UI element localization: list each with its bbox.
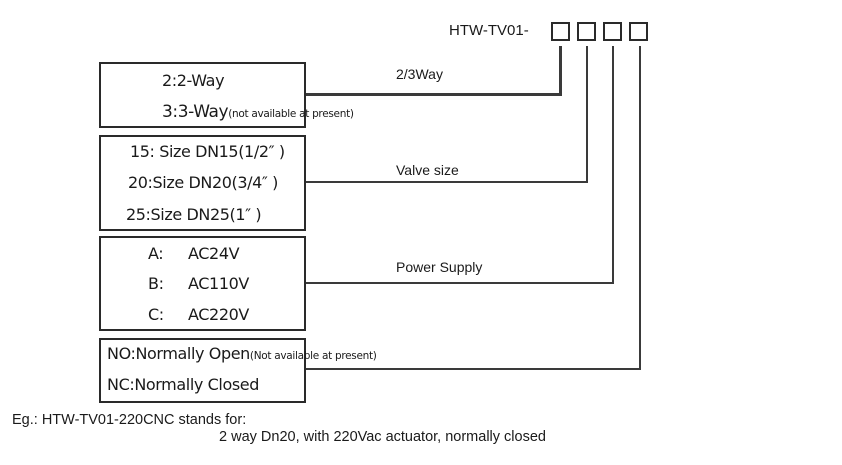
option-3-way: 3:3-Way(not available at present): [162, 102, 354, 122]
option-power-a-value: AC24V: [188, 244, 240, 263]
group-label-valve-size: Valve size: [396, 162, 459, 178]
option-2-way: 2:2-Way: [162, 71, 225, 90]
connector-horizontal-1: [305, 93, 562, 96]
code-slot-1: [551, 22, 570, 41]
option-size-dn20: 20:Size DN20(3/4″ ): [128, 173, 279, 192]
option-box-valve-state: [99, 338, 306, 403]
connector-vertical-2: [586, 46, 588, 183]
option-power-b-key: B:: [148, 274, 164, 293]
group-label-power-supply: Power Supply: [396, 259, 483, 275]
model-code-prefix: HTW-TV01-: [449, 22, 529, 39]
option-size-dn25: 25:Size DN25(1″ ): [126, 205, 262, 224]
example-line-2: 2 way Dn20, with 220Vac actuator, normal…: [219, 429, 546, 445]
connector-vertical-3: [612, 46, 614, 284]
code-slot-3: [603, 22, 622, 41]
option-box-valve-size: [99, 135, 306, 231]
option-normally-open-note: (Not available at present): [249, 350, 377, 362]
connector-horizontal-4: [305, 368, 641, 370]
option-power-c-key: C:: [148, 305, 164, 324]
option-box-power-supply: [99, 236, 306, 331]
example-line-1: Eg.: HTW-TV01-220CNC stands for:: [12, 412, 247, 428]
connector-horizontal-3: [305, 282, 614, 284]
option-size-dn15: 15: Size DN15(1/2″ ): [130, 142, 285, 161]
connector-horizontal-2: [305, 181, 588, 183]
option-box-way: [99, 62, 306, 128]
option-normally-closed: NC:Normally Closed: [107, 375, 259, 394]
connector-vertical-4: [639, 46, 641, 370]
option-3-way-note: (not available at present): [228, 108, 354, 120]
option-power-b-value: AC110V: [188, 274, 249, 293]
group-label-way: 2/3Way: [396, 66, 443, 82]
option-normally-open: NO:Normally Open(Not available at presen…: [107, 344, 377, 363]
option-normally-open-text: NO:Normally Open: [107, 344, 250, 363]
option-power-c-value: AC220V: [188, 305, 249, 324]
option-power-a-key: A:: [148, 244, 164, 263]
code-slot-2: [577, 22, 596, 41]
option-3-way-text: 3:3-Way: [162, 102, 229, 122]
code-slot-4: [629, 22, 648, 41]
connector-vertical-1: [559, 46, 562, 96]
